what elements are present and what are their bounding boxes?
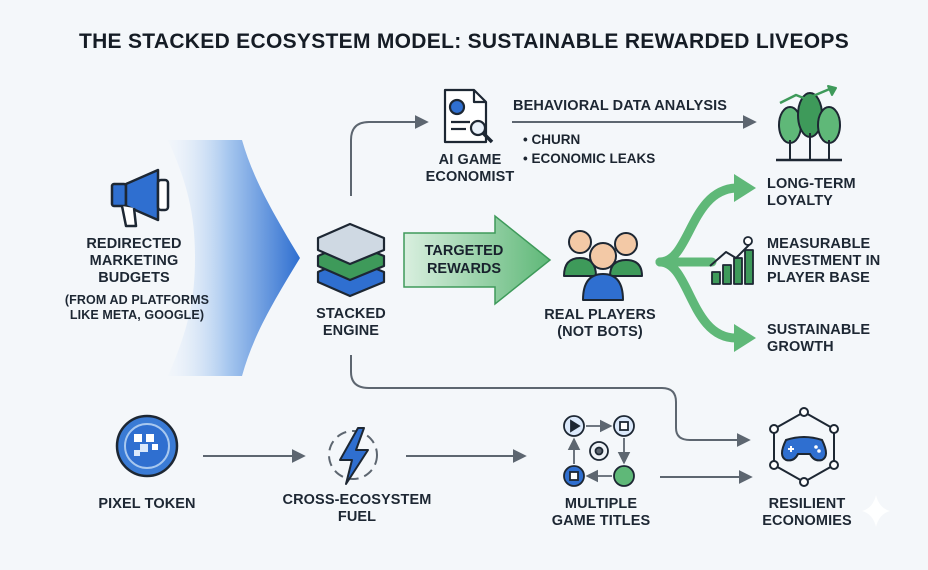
lightning-icon	[328, 427, 378, 485]
marketing-sublabel: (FROM AD PLATFORMS LIKE META, GOOGLE)	[64, 293, 210, 322]
outcome-branches	[655, 183, 741, 343]
bullet-economic-leaks: ECONOMIC LEAKS	[523, 149, 655, 168]
game-cycle-icon	[563, 415, 635, 487]
growth-label: SUSTAINABLE GROWTH	[767, 322, 871, 355]
trees-growth-icon	[776, 85, 842, 162]
loyalty-label: LONG-TERM LOYALTY	[767, 176, 856, 209]
document-magnifier-icon	[443, 88, 494, 144]
sparkle-icon	[862, 495, 890, 527]
people-icon	[563, 230, 643, 301]
investment-label: MEASURABLE INVESTMENT IN PLAYER BASE	[767, 236, 881, 286]
rewards-label: TARGETED REWARDS	[424, 243, 504, 277]
stacked-layers-icon	[316, 222, 386, 298]
funnel-arrow	[168, 140, 300, 376]
players-label: REAL PLAYERS (NOT BOTS)	[544, 307, 656, 340]
bar-chart-icon	[709, 236, 754, 285]
engine-to-economist-connector	[350, 115, 429, 196]
page-title: THE STACKED ECOSYSTEM MODEL: SUSTAINABLE…	[78, 30, 850, 53]
bullet-churn: CHURN	[523, 130, 655, 149]
marketing-label: REDIRECTED MARKETING BUDGETS	[86, 236, 182, 286]
rewards-arrow	[403, 214, 552, 306]
resilient-label: RESILIENT ECONOMIES	[762, 496, 852, 529]
gamepad-network-icon	[769, 407, 839, 487]
economist-label: AI GAME ECONOMIST	[425, 152, 515, 185]
titles-label: MULTIPLE GAME TITLES	[551, 496, 651, 529]
megaphone-icon	[110, 168, 170, 228]
token-coin-icon	[115, 414, 179, 478]
analysis-bullets: CHURN ECONOMIC LEAKS	[523, 130, 655, 168]
engine-to-resilient-connector	[350, 355, 751, 447]
token-label: PIXEL TOKEN	[98, 496, 196, 512]
fuel-label: CROSS-ECOSYSTEM FUEL	[282, 492, 432, 525]
engine-label: STACKED ENGINE	[316, 306, 386, 339]
analysis-label: BEHAVIORAL DATA ANALYSIS	[513, 98, 728, 114]
